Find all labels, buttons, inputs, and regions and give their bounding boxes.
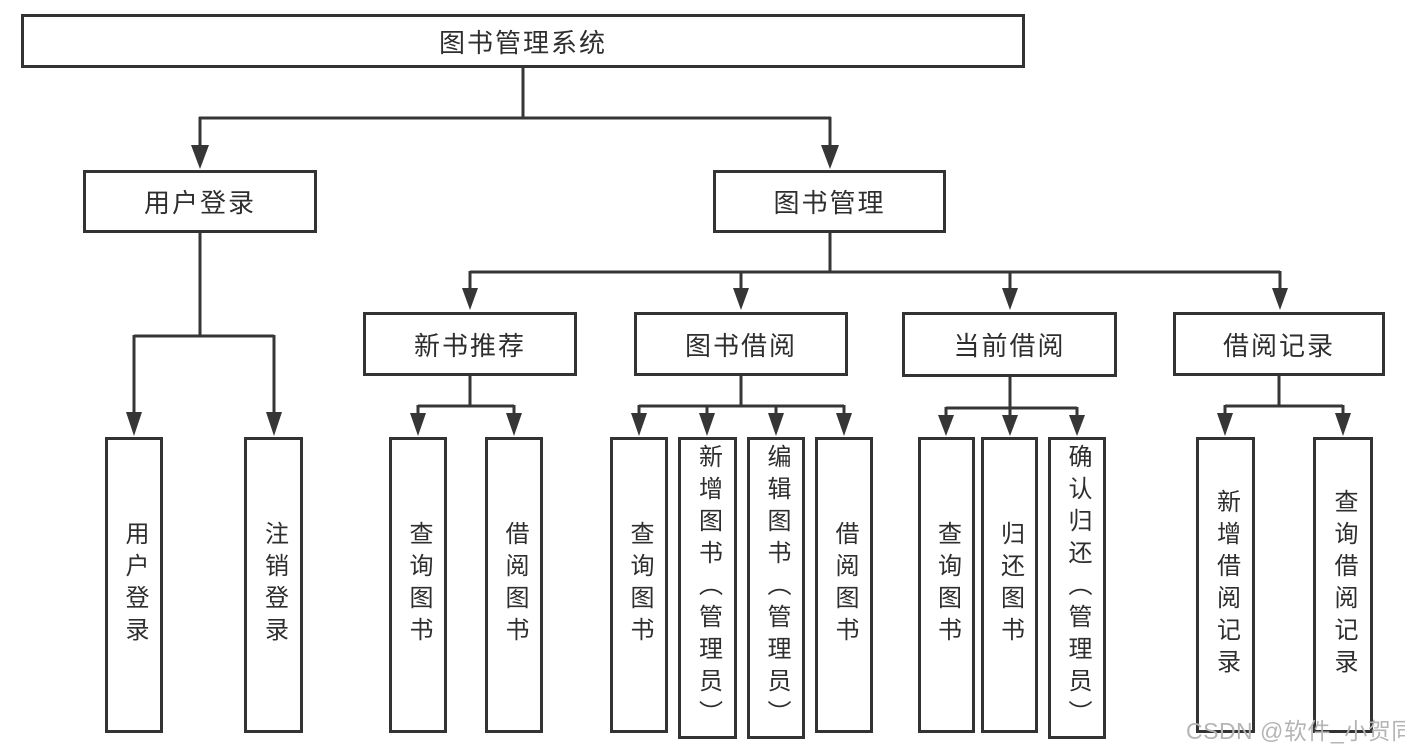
- connector-current-borrow: [944, 377, 1079, 416]
- arrowhead: [410, 413, 426, 436]
- leaf-query-books-borrow-label: 查询图书: [626, 521, 653, 649]
- leaf-query-books-current: 查询图书: [918, 437, 975, 733]
- connector-borrow-records: [1223, 376, 1345, 414]
- leaf-add-book-admin: 新增图书（管理员）: [678, 437, 737, 739]
- arrowhead: [191, 145, 209, 169]
- arrowhead: [768, 413, 784, 436]
- leaf-user-login: 用户登录: [105, 437, 163, 733]
- node-user-login: 用户登录: [83, 170, 317, 233]
- arrowhead: [462, 288, 478, 310]
- leaf-borrow-books-newrec-label: 借阅图书: [501, 521, 528, 649]
- arrowhead: [126, 412, 142, 436]
- node-root-label: 图书管理系统: [438, 27, 607, 58]
- node-root: 图书管理系统: [21, 14, 1025, 68]
- leaf-query-books-current-label: 查询图书: [933, 521, 961, 649]
- csdn-watermark: CSDN @软件_小贺同学: [1186, 718, 1405, 744]
- arrowhead: [1217, 413, 1233, 436]
- node-book-mgmt: 图书管理: [713, 170, 946, 233]
- leaf-borrow-books-newrec: 借阅图书: [485, 437, 543, 733]
- node-book-borrow: 图书借阅: [634, 312, 848, 376]
- arrowhead: [938, 415, 954, 436]
- leaf-add-book-admin-label: 新增图书（管理员）: [694, 444, 722, 732]
- leaf-query-borrow-record-label: 查询借阅记录: [1330, 489, 1357, 681]
- node-book-mgmt-label: 图书管理: [773, 188, 886, 218]
- arrowhead: [733, 288, 749, 310]
- arrowhead: [699, 413, 715, 436]
- connector-new-book: [416, 376, 516, 414]
- arrowhead: [1069, 415, 1085, 436]
- node-current-borrow-label: 当前借阅: [953, 331, 1066, 361]
- node-borrow-records: 借阅记录: [1173, 312, 1385, 376]
- connector-book-mgmt: [468, 233, 1282, 289]
- node-new-book-rec-label: 新书推荐: [413, 330, 526, 361]
- leaf-confirm-return-admin: 确认归还（管理员）: [1048, 437, 1106, 739]
- leaf-logout: 注销登录: [244, 437, 303, 733]
- arrowhead: [821, 145, 839, 169]
- node-user-login-label: 用户登录: [143, 188, 256, 218]
- node-new-book-rec: 新书推荐: [363, 312, 577, 376]
- leaf-edit-book-admin-label: 编辑图书（管理员）: [763, 444, 790, 732]
- leaf-user-login-label: 用户登录: [121, 521, 148, 649]
- leaf-add-borrow-record-label: 新增借阅记录: [1212, 489, 1240, 681]
- leaf-query-books-newrec: 查询图书: [389, 437, 447, 733]
- leaf-logout-label: 注销登录: [260, 521, 288, 649]
- arrowhead: [1002, 288, 1018, 310]
- arrowhead: [1335, 413, 1351, 436]
- leaf-query-borrow-record: 查询借阅记录: [1313, 437, 1373, 733]
- arrowhead: [1002, 415, 1018, 436]
- leaf-query-books-newrec-label: 查询图书: [405, 521, 432, 649]
- arrowhead: [836, 413, 852, 436]
- connector-root: [198, 68, 832, 146]
- arrowhead: [1272, 288, 1288, 310]
- arrowhead: [266, 412, 282, 436]
- leaf-borrow-books-borrow-label: 借阅图书: [831, 521, 858, 649]
- connector-user-login: [132, 233, 276, 413]
- leaf-add-borrow-record: 新增借阅记录: [1196, 437, 1255, 733]
- node-current-borrow: 当前借阅: [902, 312, 1117, 377]
- leaf-return-book: 归还图书: [981, 437, 1038, 733]
- leaf-query-books-borrow: 查询图书: [610, 437, 668, 733]
- leaf-edit-book-admin: 编辑图书（管理员）: [747, 437, 805, 739]
- node-borrow-records-label: 借阅记录: [1222, 330, 1335, 361]
- arrowhead: [631, 413, 647, 436]
- leaf-borrow-books-borrow: 借阅图书: [815, 437, 873, 733]
- arrowhead: [506, 413, 522, 436]
- connector-book-borrow: [637, 376, 846, 414]
- node-book-borrow-label: 图书借阅: [684, 330, 797, 361]
- leaf-confirm-return-admin-label: 确认归还（管理员）: [1064, 444, 1091, 732]
- leaf-return-book-label: 归还图书: [996, 521, 1024, 649]
